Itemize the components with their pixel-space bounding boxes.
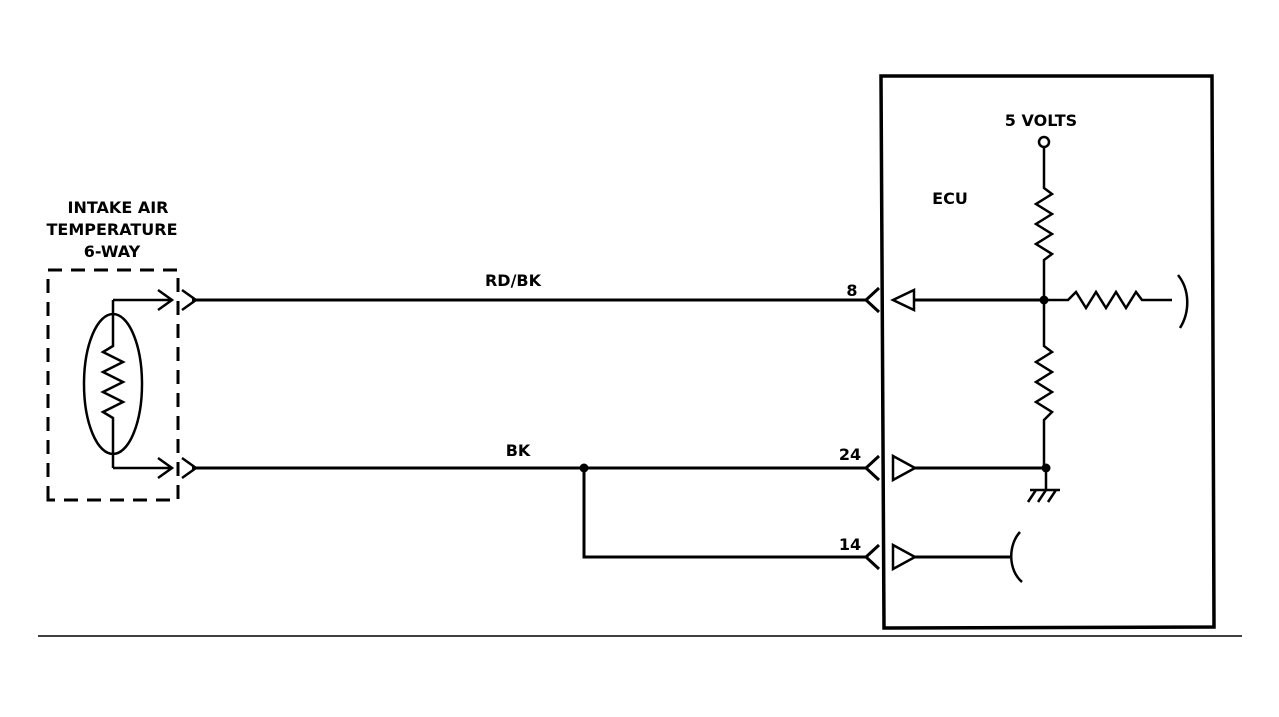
- ground-wire-color-label: BK: [506, 441, 531, 460]
- pin-14-break-symbol: [1010, 531, 1023, 583]
- thermistor-resistor: [100, 300, 126, 468]
- pin-8-input-buffer: [890, 288, 916, 312]
- ecu-pin-24-connector: [863, 454, 881, 482]
- pull-up-resistor: [1033, 147, 1055, 300]
- input-series-resistor: [1044, 289, 1172, 311]
- sensor-label-line1: INTAKE AIR: [68, 198, 169, 217]
- input-break-symbol: [1176, 274, 1189, 329]
- ecu-outline: [879, 74, 1216, 630]
- ecu-pin-8-connector: [863, 286, 881, 314]
- sensor-terminal-top: [113, 288, 199, 312]
- ecu-pin-8-label: 8: [846, 281, 857, 300]
- supply-terminal: [1037, 135, 1051, 149]
- ecu-pin-14-label: 14: [839, 535, 861, 554]
- ecu-pin-24-label: 24: [839, 445, 861, 464]
- pull-down-resistor: [1033, 300, 1055, 468]
- chassis-ground-symbol: [1026, 468, 1060, 503]
- pin-14-buffer: [891, 542, 918, 572]
- ground-branch-wire: [582, 468, 868, 559]
- ecu-label: ECU: [932, 189, 968, 208]
- ecu-pin-14-connector: [863, 543, 881, 571]
- sensor-terminal-bottom: [113, 456, 199, 480]
- supply-voltage-label: 5 VOLTS: [1005, 111, 1077, 130]
- pin-24-buffer: [891, 453, 918, 483]
- signal-wire-color-label: RD/BK: [485, 271, 542, 290]
- sensor-label-line3: 6-WAY: [84, 242, 141, 261]
- sensor-connector-outline: [46, 268, 180, 502]
- sensor-label-line2: TEMPERATURE: [46, 220, 177, 239]
